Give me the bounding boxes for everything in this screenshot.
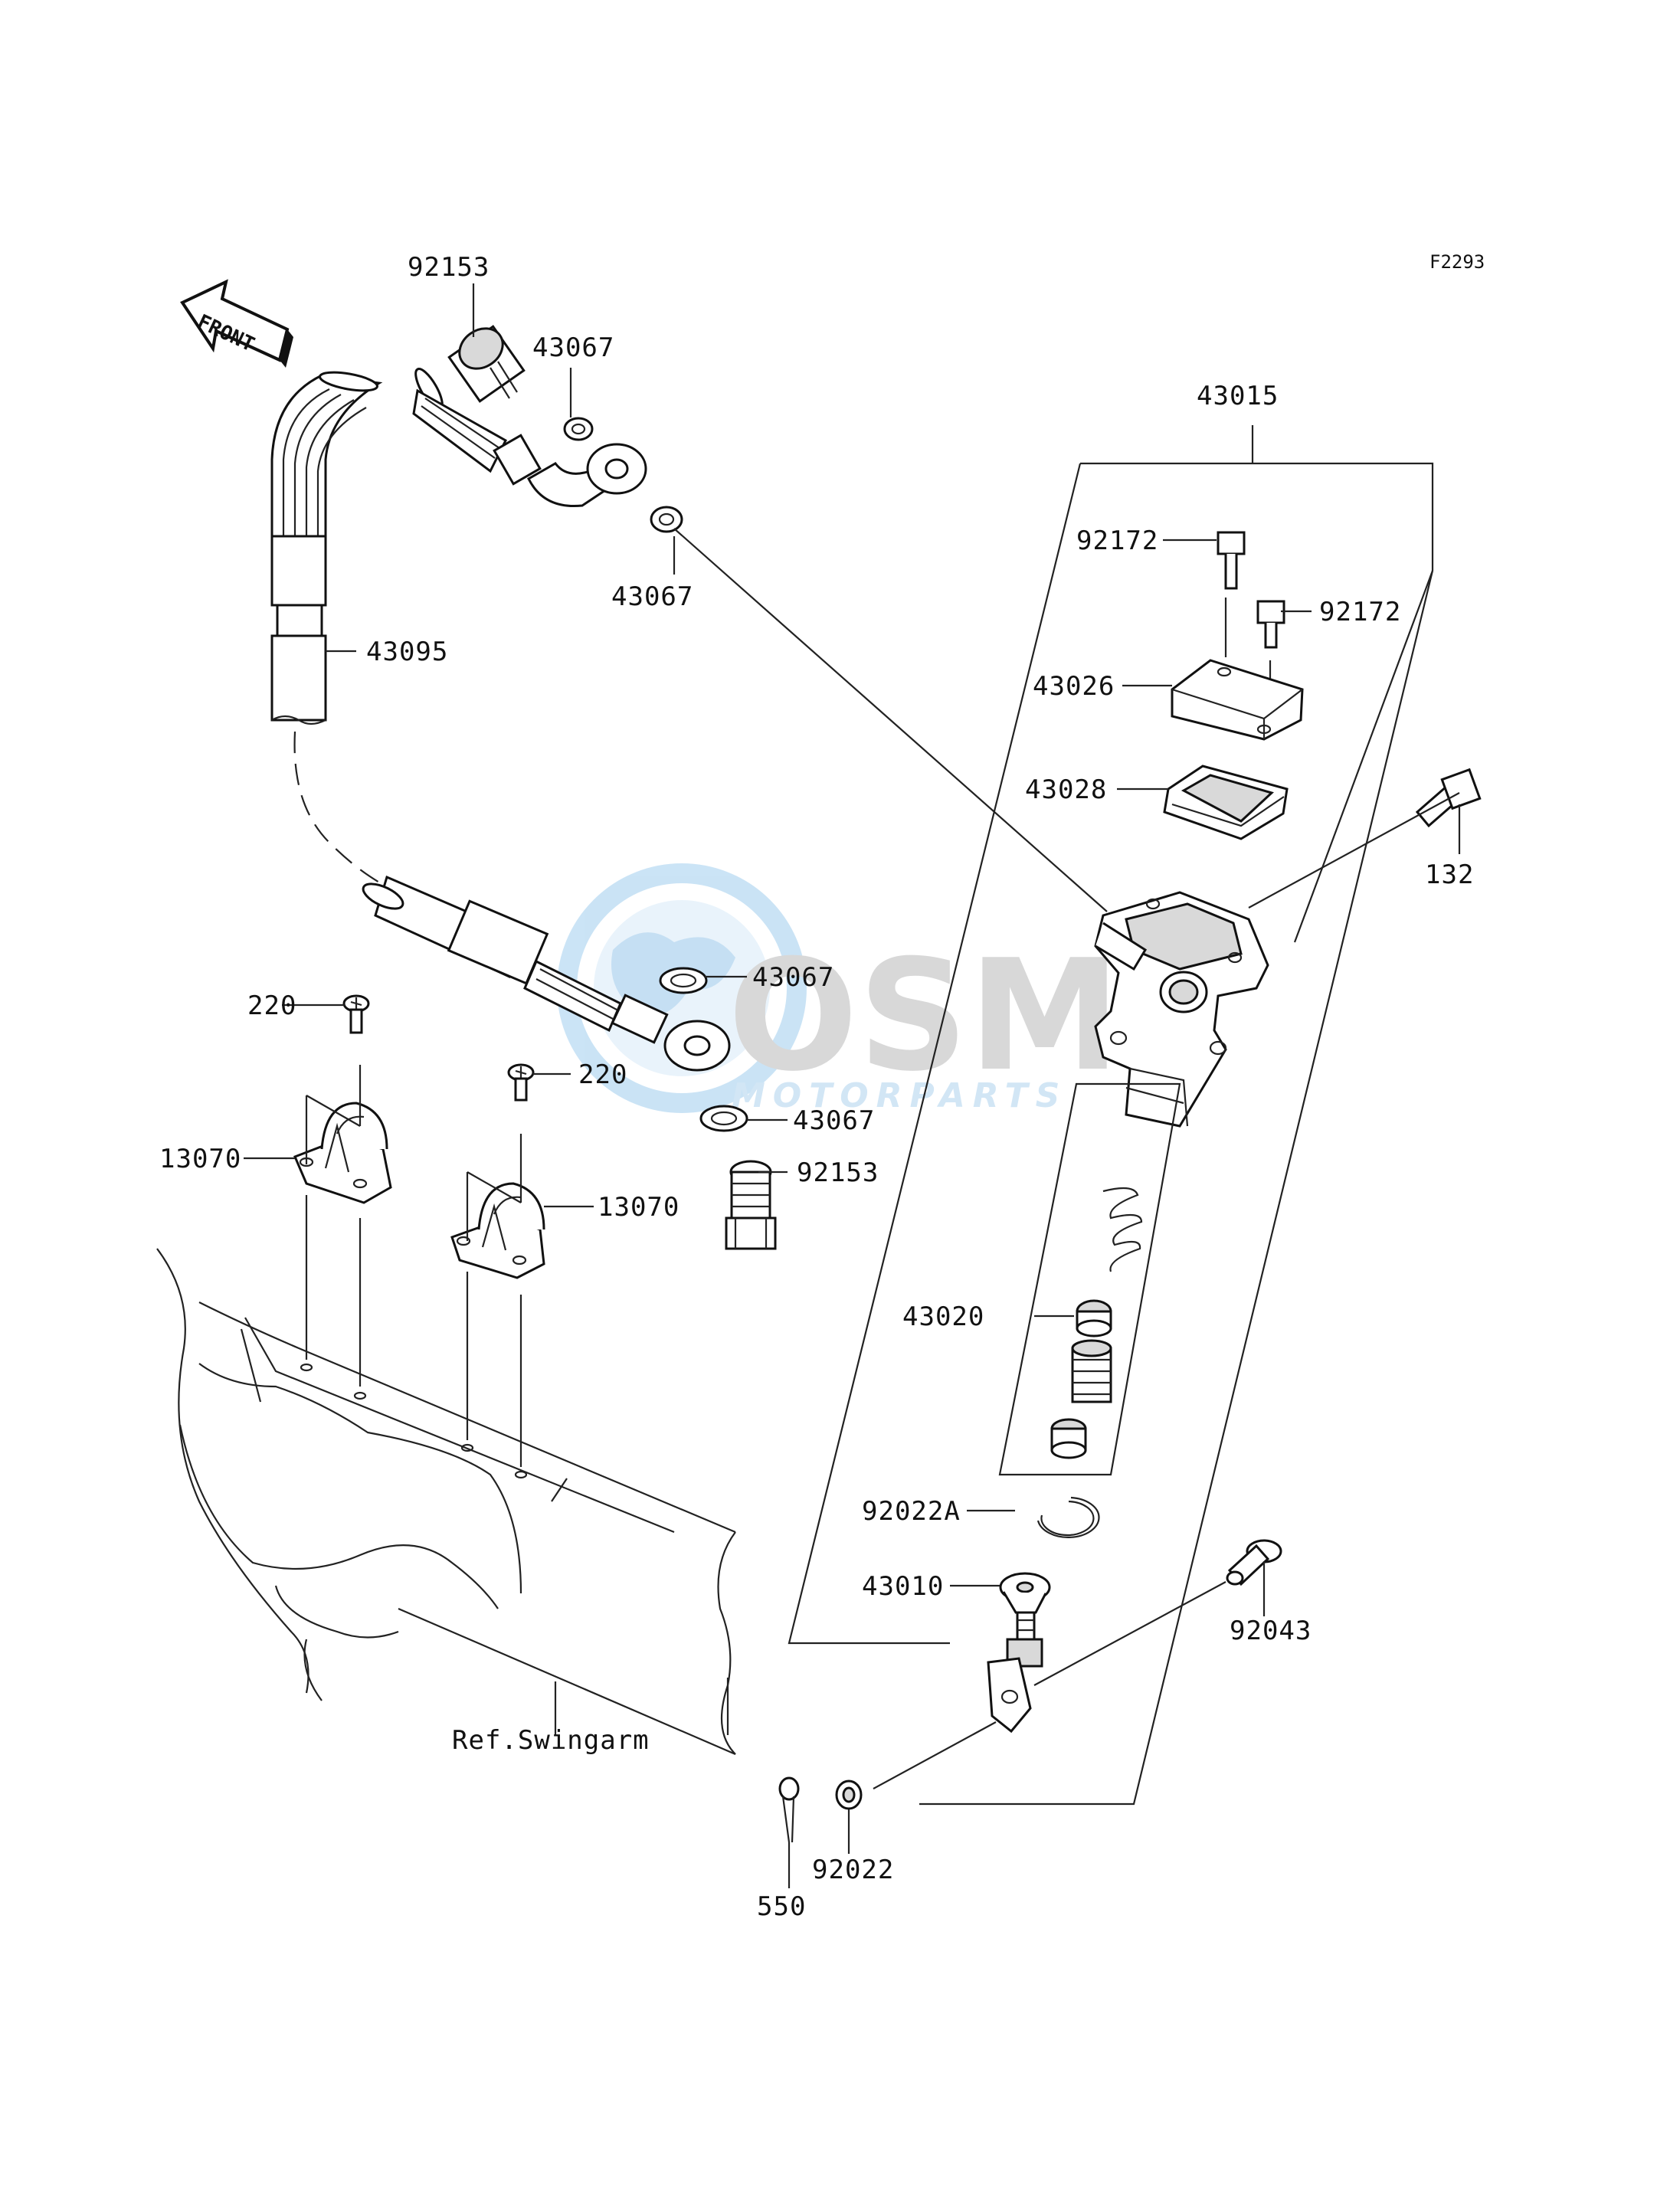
screw-92172-a (1217, 531, 1246, 590)
watermark-logo: OSM MOTORPARTS (557, 863, 1121, 1115)
callout-43010: 43010 (862, 1571, 944, 1602)
callout-43067-d: 43067 (793, 1105, 875, 1136)
master-cylinder-body (1094, 891, 1269, 1128)
washer-43067-b (650, 506, 683, 533)
washer-43067-c (659, 967, 708, 994)
circlip-92022A (1036, 1496, 1100, 1538)
washer-43067-a (563, 417, 594, 441)
watermark-brand: OSM (728, 927, 1121, 1105)
figure-code: F2293 (1429, 251, 1485, 273)
callout-43067-a: 43067 (532, 332, 614, 363)
callout-132: 132 (1425, 859, 1474, 890)
callout-ref-swingarm: Ref.Swingarm (452, 1725, 650, 1756)
callout-550: 550 (757, 1891, 806, 1922)
callout-92153-lower: 92153 (797, 1157, 879, 1188)
callout-92022A: 92022A (862, 1496, 961, 1527)
banjo-bolt-lower (725, 1160, 777, 1250)
callout-92172-b: 92172 (1319, 597, 1401, 627)
callout-13070-b: 13070 (598, 1192, 680, 1223)
callout-92022: 92022 (812, 1855, 894, 1885)
callout-43095: 43095 (366, 637, 448, 667)
push-rod (987, 1572, 1051, 1734)
callout-92153-top: 92153 (408, 252, 490, 283)
watermark-sub: MOTORPARTS (732, 1076, 1067, 1115)
diaphragm (1163, 765, 1289, 840)
piston-kit (1050, 1187, 1143, 1459)
hose-clamp-a (293, 1102, 392, 1204)
callout-43067-c: 43067 (752, 962, 834, 993)
bolt-132 (1415, 768, 1482, 828)
washer-92022 (835, 1780, 863, 1810)
washer-43067-d (699, 1105, 748, 1132)
callout-43026: 43026 (1033, 671, 1115, 702)
hose-clamp-b (450, 1182, 545, 1279)
cotter-pin-550 (778, 1776, 800, 1843)
callout-13070-a: 13070 (159, 1144, 241, 1174)
callout-220-b: 220 (578, 1059, 627, 1090)
callout-43015: 43015 (1197, 381, 1279, 411)
screw-220-b (507, 1063, 535, 1102)
brake-hose (270, 368, 731, 1072)
callout-92043: 92043 (1230, 1616, 1312, 1646)
callout-92172-a: 92172 (1076, 526, 1158, 556)
pin-92043 (1226, 1539, 1282, 1586)
screw-220-a (342, 994, 370, 1034)
callout-43067-b: 43067 (611, 581, 693, 612)
callout-43028: 43028 (1025, 774, 1107, 805)
callout-43020: 43020 (902, 1302, 984, 1332)
reservoir-cap (1171, 659, 1304, 741)
banjo-bolt-top (447, 325, 526, 403)
front-arrow-icon: FRONT (180, 279, 293, 368)
callout-220-a: 220 (247, 990, 296, 1021)
screw-92172-b (1256, 600, 1285, 649)
swingarm-outline (156, 1248, 736, 1756)
